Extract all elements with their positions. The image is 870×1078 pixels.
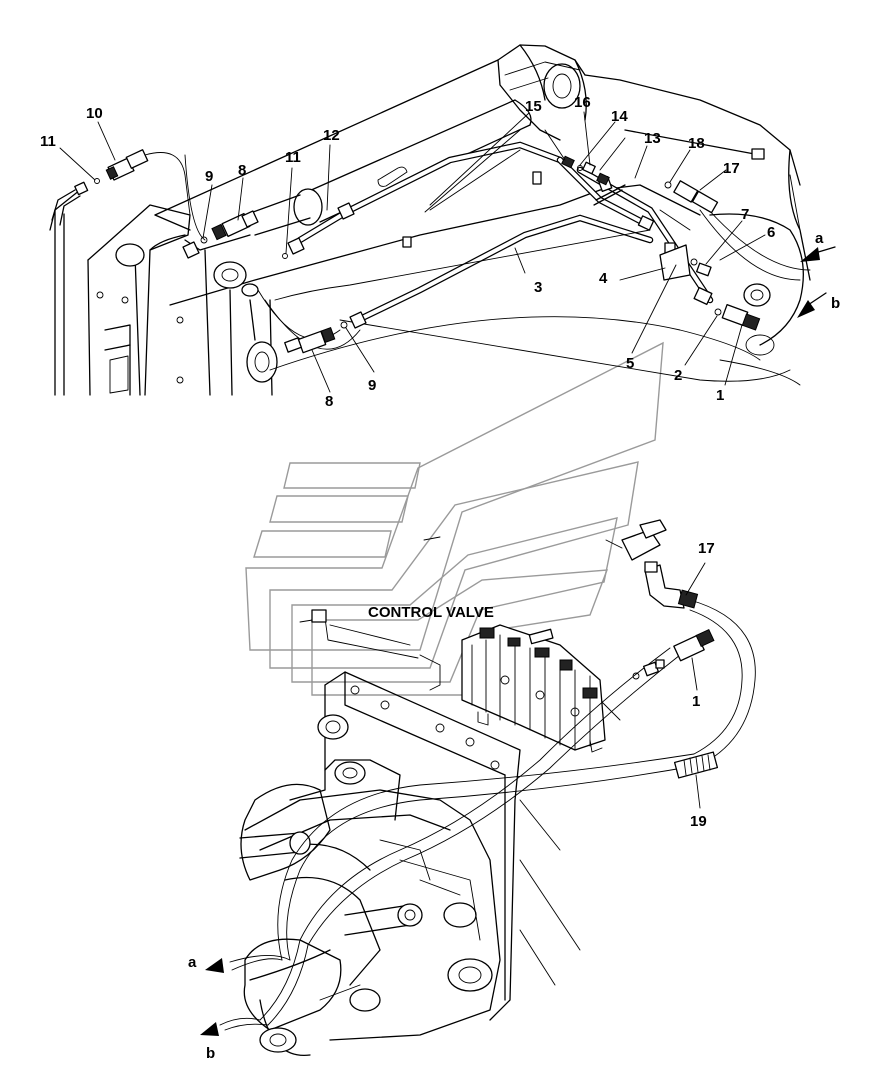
control-valve: [461, 624, 606, 753]
callout-1-top: 1: [716, 387, 724, 404]
callout-9-lower: 9: [368, 377, 376, 394]
control-valve-label: CONTROL VALVE: [368, 604, 494, 621]
fitting-8-lower: [284, 327, 336, 354]
fitting-8-upper: [211, 210, 259, 241]
callout-19: 19: [690, 813, 707, 830]
arrow-label-a-bottom: a: [188, 954, 197, 971]
callout-14: 14: [611, 108, 628, 125]
fitting-17-top: [664, 180, 719, 214]
callout-18: 18: [688, 135, 705, 152]
callout-6: 6: [767, 224, 775, 241]
arrow-label-b-bottom: b: [206, 1045, 215, 1062]
callout-2: 2: [674, 367, 682, 384]
callout-16: 16: [574, 94, 591, 111]
lower-leader-lines: [685, 562, 706, 809]
flow-arrow-labels: a b a b: [188, 230, 840, 1062]
callout-17-bottom: 17: [698, 540, 715, 557]
upper-hoses-pipes: [51, 129, 811, 382]
lower-hoses: [219, 519, 756, 1031]
callout-8-lower: 8: [325, 393, 333, 410]
callout-8-upper: 8: [238, 162, 246, 179]
fitting-19: [673, 751, 719, 779]
flow-arrows-top: [797, 246, 836, 318]
arrow-label-b-top: b: [831, 295, 840, 312]
lower-chassis: [239, 671, 621, 1056]
fitting-1-top: [721, 304, 761, 331]
callout-11-left: 11: [40, 133, 56, 150]
callout-13: 13: [644, 130, 661, 147]
upper-fittings: [74, 129, 765, 354]
callout-15: 15: [525, 98, 542, 115]
fitting-10: [105, 149, 149, 181]
callout-7: 7: [741, 206, 749, 223]
callout-11-mid: 11: [285, 149, 301, 166]
lower-left-bracket: [299, 536, 441, 691]
callout-12: 12: [323, 127, 340, 144]
callout-10: 10: [86, 105, 103, 122]
callout-9-upper: 9: [205, 168, 213, 185]
upper-leader-lines: [59, 111, 766, 393]
callout-17-top: 17: [723, 160, 740, 177]
elbow-fitting-17: [644, 561, 699, 609]
arrow-label-a-top: a: [815, 230, 824, 247]
callout-numbers: 11 10 9 8 11 12 15 16 14 13 18 17 7 6 4 …: [40, 94, 775, 830]
watermark-logo: [245, 341, 664, 696]
callout-4: 4: [599, 270, 608, 287]
callout-5: 5: [626, 355, 634, 372]
fitting-1-lower: [673, 628, 715, 662]
flow-arrows-bottom: [200, 958, 224, 1036]
callout-1-bottom: 1: [692, 693, 700, 710]
callout-3: 3: [534, 279, 542, 296]
